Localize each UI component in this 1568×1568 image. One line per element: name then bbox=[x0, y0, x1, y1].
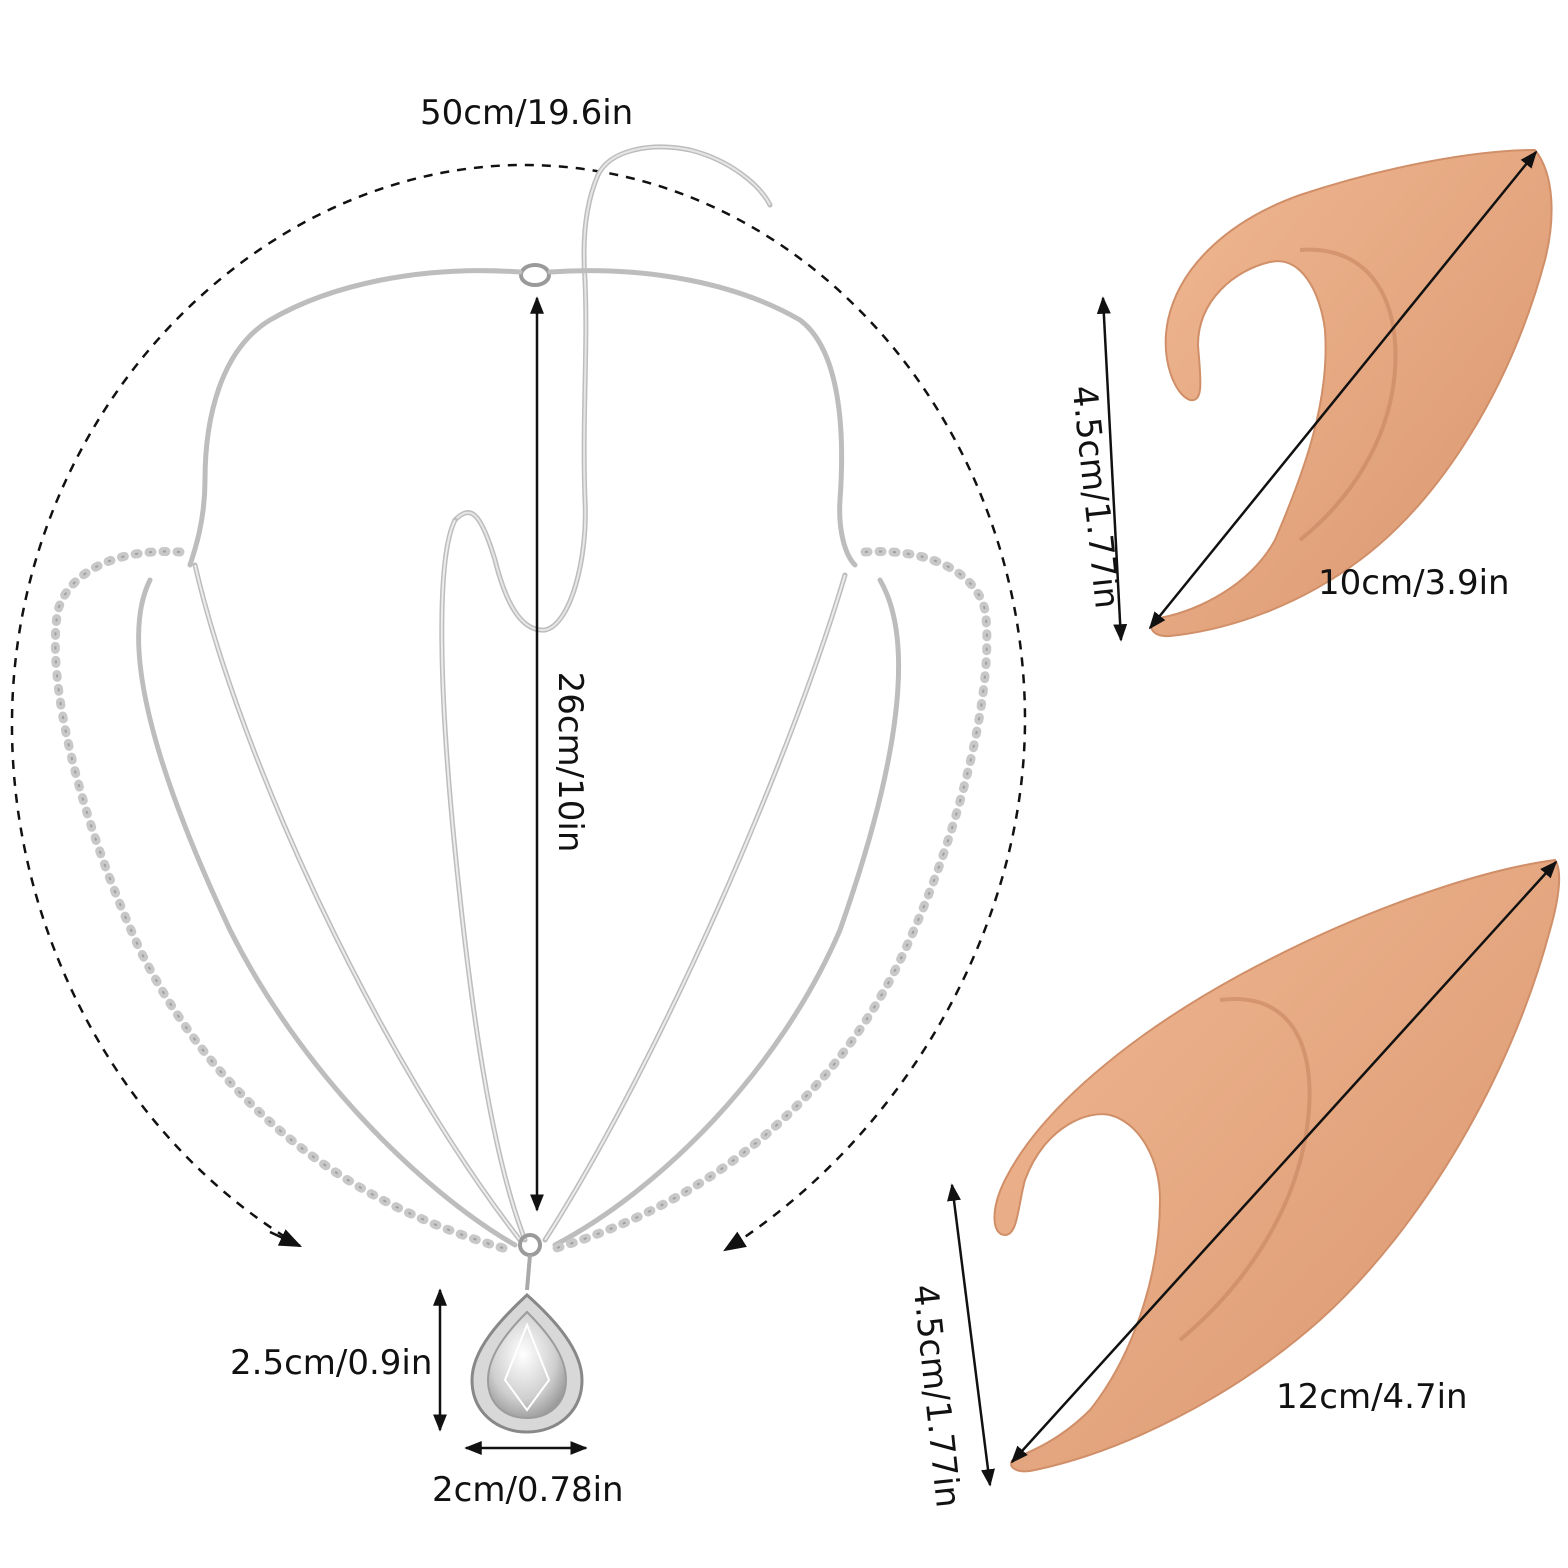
headchain-height-label: 26cm/10in bbox=[550, 671, 590, 853]
large-ear-length-label: 12cm/4.7in bbox=[1276, 1377, 1468, 1417]
gem-icon bbox=[50, 547, 992, 1255]
pendant-width-label: 2cm/0.78in bbox=[432, 1470, 624, 1510]
large-ear-length-arrow bbox=[1010, 860, 1558, 1464]
lobster-clasp bbox=[519, 263, 551, 287]
small-ear-length-arrow bbox=[1148, 150, 1538, 630]
small-ear-height-arrow bbox=[1096, 296, 1128, 642]
chain-icon bbox=[187, 268, 858, 568]
large-ear-height-arrow bbox=[947, 1183, 995, 1487]
chain-icon bbox=[136, 517, 902, 1248]
small-ear-length-label: 10cm/3.9in bbox=[1318, 563, 1510, 603]
center-ring bbox=[518, 1233, 542, 1257]
circumference-dashed-guide-left-arrow bbox=[269, 1229, 303, 1248]
headchain-width-label: 50cm/19.6in bbox=[420, 93, 634, 133]
pendant-height-label: 2.5cm/0.9in bbox=[230, 1343, 433, 1383]
teardrop-gem-icon bbox=[470, 1292, 584, 1434]
circumference-dashed-guide bbox=[10, 163, 1027, 1252]
chain-icon bbox=[452, 144, 773, 633]
